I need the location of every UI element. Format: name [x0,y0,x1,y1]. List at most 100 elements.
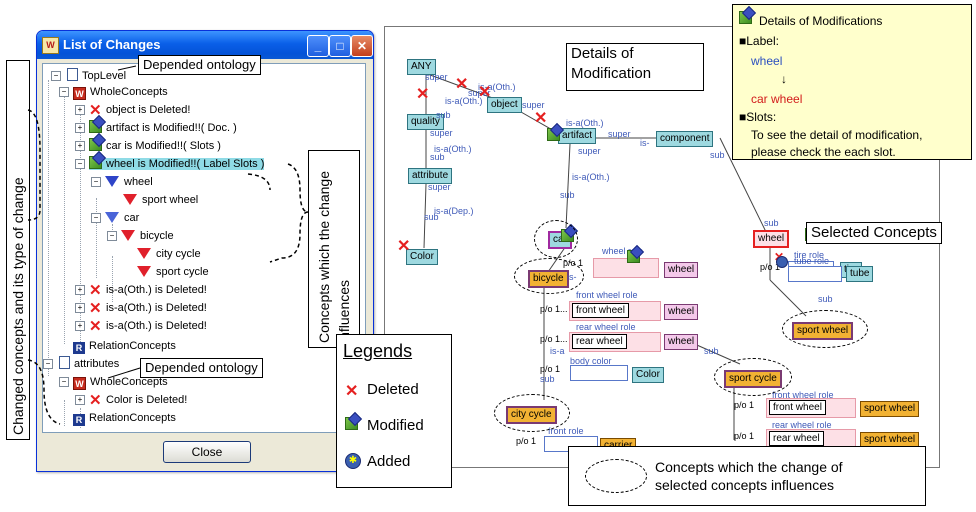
node-attribute[interactable]: attribute [408,168,453,184]
maximize-button[interactable]: □ [329,35,351,57]
deleted-icon: ✕ [89,282,102,299]
label-arrow: ↓ [781,72,787,86]
selected-concepts-callout: Selected Concepts [806,222,942,244]
deleted-icon: ✕ [534,110,548,127]
edge-label: sub [560,190,575,200]
edge-label: super [608,129,631,139]
legend-box: Legends ✕ Deleted Modified ✱ Added [336,334,452,488]
modified-icon [345,417,358,430]
edge-label: rear wheel role [772,420,832,430]
slot-front-wheel[interactable]: front wheel [572,303,629,318]
edge-label: p/o 1... [540,334,568,344]
tree-item-isa-deleted-2[interactable]: + ✕is-a(Oth.) is Deleted! [75,300,207,316]
tree-label: artifact is Modified!!( Doc. ) [106,122,237,134]
tree-item-artifact-modified[interactable]: + artifact is Modified!!( Doc. ) [75,120,237,136]
node-wheel-selected[interactable]: wheel [753,230,790,248]
tree-label: city cycle [156,248,201,260]
details-popup: Details of Modifications ■Label: wheel ↓… [732,4,972,160]
node-object[interactable]: object [487,97,522,113]
node-sport-wheel-b1[interactable]: sport wheel [860,401,920,417]
edge-label: tube role [794,256,830,266]
tree-label: wheel [124,176,153,188]
tree-label: WholeConcepts [90,376,168,388]
tree-item-wheel-modified[interactable]: − wheel is Modified!!( Label Slots ) [75,156,265,172]
tree-label: is-a(Oth.) is Deleted! [106,302,207,314]
modified-icon [739,11,752,24]
edge-label: sub [818,294,833,304]
influenced-triangle-icon [123,194,137,205]
tree-label: RelationConcepts [89,412,176,424]
modified-icon [89,120,102,133]
app-icon: W [42,37,59,54]
node-tube[interactable]: tube [846,266,874,282]
node-color[interactable]: Color [406,249,438,265]
slot-rear-wheel-2[interactable]: rear wheel [769,431,824,446]
tree-item-toplevel[interactable]: − TopLevel [51,68,126,84]
node-wheel-slot[interactable]: wheel [664,262,699,278]
edge-label: sub [430,152,445,162]
influence-ellipse-car [534,220,578,258]
slot-front-wheel-2[interactable]: front wheel [769,400,826,415]
edge-label: front wheel role [772,390,834,400]
modified-icon [626,250,640,263]
tree-label: is-a(Oth.) is Deleted! [106,320,207,332]
edge-label: sub [436,110,451,120]
node-color-slot[interactable]: Color [632,367,664,383]
influence-ellipse-sport-wheel [782,310,868,348]
close-window-button[interactable]: ✕ [351,35,373,57]
edge-label: sub [540,374,555,384]
slots-note-1: To see the detail of modification, [751,128,923,142]
edge-label: super [522,100,545,110]
whole-concepts-icon: W [73,377,86,390]
node-wheel-b2[interactable]: wheel [664,334,699,350]
tree-item-car-modified[interactable]: + car is Modified!!( Slots ) [75,138,221,154]
tree-item-sport-wheel[interactable]: sport wheel [123,192,198,208]
details-header: Details of Modifications [759,14,883,28]
tree-label: TopLevel [82,70,127,82]
tree-item-color-deleted[interactable]: + ✕Color is Deleted! [75,392,187,408]
node-component[interactable]: component [656,131,714,147]
tree-item-sport-cycle[interactable]: sport cycle [137,264,209,280]
tree-item-city-cycle[interactable]: city cycle [137,246,201,262]
tree-item-bicycle[interactable]: − bicycle [107,228,174,244]
tree-item-isa-deleted-1[interactable]: + ✕is-a(Oth.) is Deleted! [75,282,207,298]
edge-label: tire role [794,250,825,260]
slot-rear-wheel[interactable]: rear wheel [572,334,627,349]
legend-added: Added [367,453,411,470]
document-icon [67,68,78,81]
edge-label: super [578,146,601,156]
tree-item-attributes[interactable]: − attributes [43,356,119,372]
tree-item-car[interactable]: − car [91,210,139,226]
edge-label: front wheel role [576,290,638,300]
tree-item-isa-deleted-3[interactable]: + ✕is-a(Oth.) is Deleted! [75,318,207,334]
caption-ellipse [585,459,647,493]
edge-label: is-a(Oth.) [572,172,610,182]
node-any[interactable]: ANY [407,59,436,75]
tree-item-wheel[interactable]: − wheel [91,174,153,190]
document-icon [59,356,70,369]
edge-label: sub [704,346,719,356]
edge-label: body color [570,356,612,366]
close-button[interactable]: Close [163,441,251,463]
window-titlebar[interactable]: W List of Changes _ □ ✕ [37,31,373,59]
concepts-influences-callout: Concepts which the change influences [308,150,360,348]
edge-label: is-a(Oth.) [566,118,604,128]
tree-label: bicycle [140,230,174,242]
details-modification-callout: Details of Modification [566,43,704,91]
node-wheel-b1[interactable]: wheel [664,304,699,320]
deleted-icon: ✕ [89,318,102,335]
tree-label: sport cycle [156,266,209,278]
node-quality[interactable]: quality [407,114,444,130]
tree-label: RelationConcepts [89,340,176,352]
minimize-button[interactable]: _ [307,35,329,57]
changed-concepts-callout: Changed concepts and its type of change [6,60,30,440]
node-artifact[interactable]: artifact [558,128,597,144]
caption-text: Concepts which the change of selected co… [655,459,843,493]
edge-label: is-a(Oth.) [434,144,472,154]
legend-deleted: Deleted [367,381,419,398]
